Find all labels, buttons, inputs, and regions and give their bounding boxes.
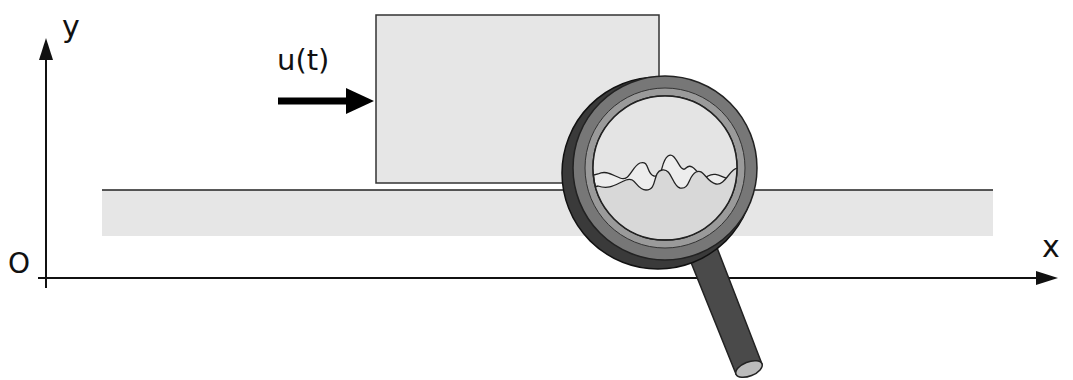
origin-label: O [8,250,30,278]
ground-band [102,190,993,236]
force-arrow [278,98,350,105]
y-axis [45,52,47,288]
handle-end [733,357,764,380]
axis-label: x [1042,232,1060,262]
ground-surface [102,189,993,191]
magnifier-inner-rim [585,88,745,248]
signal-label: u(t) [277,46,329,75]
axis-label: y [62,12,80,42]
lens-edge [593,96,737,240]
x-axis [38,277,1042,279]
force-arrowhead [346,88,374,114]
block-rough-surface [590,90,740,180]
x-axis-arrowhead [1036,271,1058,285]
y-axis-arrowhead [39,38,53,60]
magnifier-rim [573,76,757,260]
magnified-surfaces [590,90,740,240]
ground-rough-surface [590,168,740,240]
